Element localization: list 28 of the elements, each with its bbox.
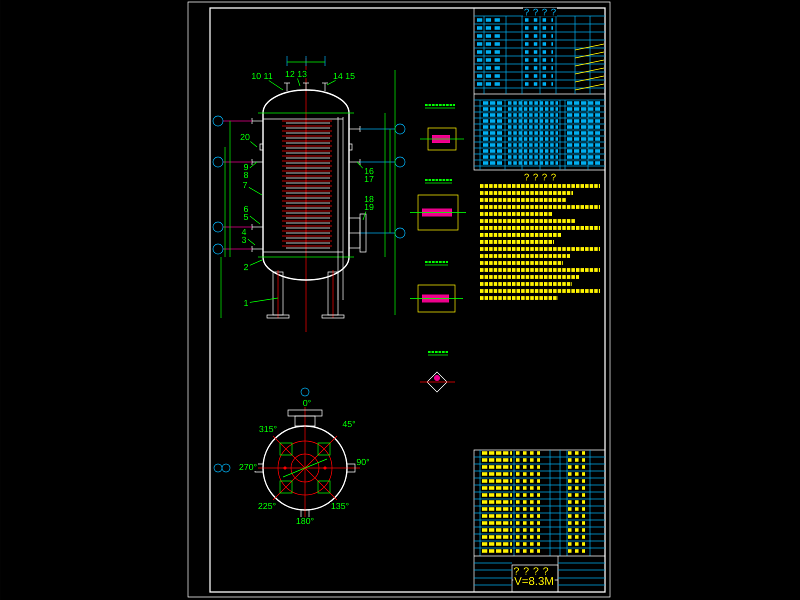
leader-line: [250, 298, 278, 303]
angle-label: 225°: [257, 502, 277, 510]
callout-number: 18 19: [363, 194, 375, 212]
angle-label: 180°: [295, 517, 315, 525]
volume-label: V=8.3M: [513, 576, 555, 586]
angle-label: 0°: [302, 399, 312, 407]
callout-number: 9 8: [242, 162, 250, 180]
leader-line: [250, 260, 262, 266]
callout-number: 6 5: [242, 204, 250, 222]
leader-line: [250, 216, 260, 224]
leader-line: [248, 186, 262, 196]
callout-number: 4 3: [240, 228, 248, 244]
angle-label: 90°: [355, 458, 371, 466]
leader-line: [362, 211, 366, 220]
angle-label: 270°: [238, 463, 258, 471]
leader-line: [297, 78, 300, 86]
leader-line: [248, 238, 256, 246]
leader-line: [326, 80, 336, 86]
leader-line: [250, 141, 258, 148]
notes-heading: ? ? ? ?: [523, 172, 557, 182]
leader-line: [250, 162, 258, 168]
callout-number: 16 17: [363, 166, 375, 184]
table-heading: ? ? ? ?: [523, 8, 557, 16]
angle-label: 45°: [342, 420, 357, 428]
leader-line: [268, 80, 284, 90]
leader-line: [356, 162, 364, 169]
angle-label: 135°: [330, 502, 350, 510]
angle-label: 315°: [258, 425, 278, 433]
